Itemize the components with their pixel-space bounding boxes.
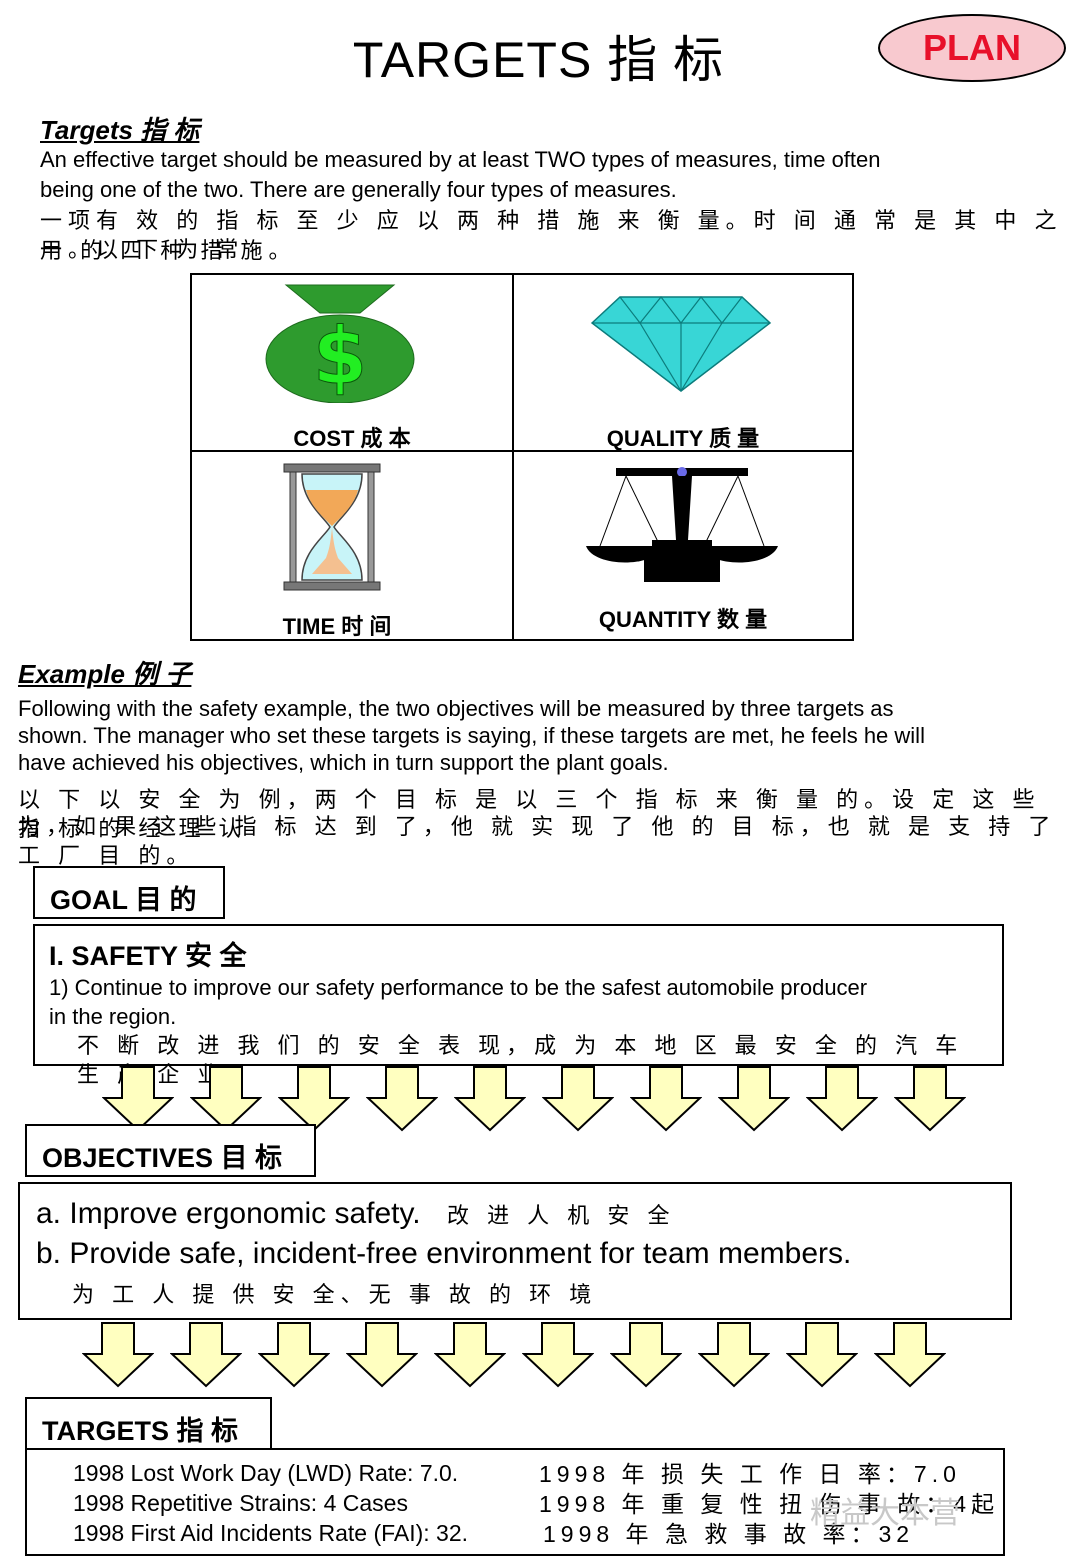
down-arrow-icon [522, 1322, 594, 1388]
money-bag-icon: $ [265, 284, 415, 403]
objectives-label-box: OBJECTIVES 目 标 [25, 1124, 316, 1177]
down-arrow-icon [610, 1322, 682, 1388]
down-arrow-icon [258, 1322, 330, 1388]
intro-heading: Targets 指 标 [40, 115, 200, 145]
example-cn-line2: 为，如 果 这 些 指 标 达 到 了，他 就 实 现 了 他 的 目 标，也 … [18, 814, 1057, 868]
plan-badge: PLAN [878, 14, 1066, 82]
goal-box: I. SAFETY 安 全 1) Continue to improve our… [33, 924, 1004, 1087]
goal-en-line1: 1) Continue to improve our safety perfor… [49, 975, 868, 1000]
targets-box: 1998 Lost Work Day (LWD) Rate: 7.0. 1998… [25, 1448, 1005, 1556]
measure-label: QUANTITY 数 量 [598, 607, 768, 632]
measures-grid: $ COST 成 本 QUALITY 质 量 TIME 时 间 [190, 273, 854, 641]
down-arrow-icon [630, 1066, 702, 1132]
down-arrow-icon [698, 1322, 770, 1388]
measure-label: COST 成 本 [293, 426, 411, 451]
down-arrow-icon [366, 1066, 438, 1132]
intro-en-line2: being one of the two. There are generall… [40, 177, 677, 202]
grid-divider-horizontal [192, 450, 852, 452]
scale-icon [586, 467, 778, 582]
targets-label-box: TARGETS 指 标 [25, 1397, 272, 1450]
target-row-3-en: 1998 First Aid Incidents Rate (FAI): 32. [73, 1520, 469, 1546]
down-arrow-icon [786, 1322, 858, 1388]
down-arrow-icon [82, 1322, 154, 1388]
objectives-label: OBJECTIVES 目 标 [42, 1143, 283, 1173]
example-heading: Example 例 子 [18, 659, 192, 689]
objective-b-cn: 为 工 人 提 供 安 全、无 事 故 的 环 境 [72, 1282, 598, 1307]
down-arrow-icon [190, 1066, 262, 1132]
measure-quantity: QUANTITY 数 量 [514, 452, 852, 639]
example-en-line3: have achieved his objectives, which in t… [18, 750, 669, 775]
goal-label-box: GOAL 目 的 [33, 866, 225, 919]
measure-label: TIME 时 间 [282, 614, 392, 639]
example-en-line2: shown. The manager who set these targets… [18, 723, 925, 748]
goal-title: I. SAFETY 安 全 [49, 941, 247, 971]
intro-cn-line2: 用 的 四 种 措 施。 [40, 238, 297, 263]
goal-cn: 不 断 改 进 我 们 的 安 全 表 现，成 为 本 地 区 最 安 全 的 … [77, 1033, 964, 1087]
hourglass-icon [283, 463, 381, 591]
down-arrow-icon [894, 1066, 966, 1132]
down-arrow-icon [806, 1066, 878, 1132]
down-arrow-icon [454, 1066, 526, 1132]
measure-time: TIME 时 间 [192, 452, 512, 639]
grid-divider-vertical [512, 275, 514, 639]
target-row-1-cn: 1998 年 损 失 工 作 日 率：7.0 [539, 1461, 961, 1487]
measure-label: QUALITY 质 量 [606, 426, 760, 451]
diamond-icon [590, 296, 772, 392]
svg-text:$: $ [313, 312, 367, 402]
measure-quality: QUALITY 质 量 [514, 275, 852, 451]
page-title: TARGETS 指 标 [352, 32, 725, 88]
target-row-1-en: 1998 Lost Work Day (LWD) Rate: 7.0. [73, 1460, 459, 1486]
arrow-row-objectives-to-targets [0, 1322, 1077, 1388]
down-arrow-icon [874, 1322, 946, 1388]
example-cn-line1: 以 下 以 安 全 为 例，两 个 目 标 是 以 三 个 指 标 来 衡 量 … [18, 787, 1041, 841]
intro-en-line1: An effective target should be measured b… [40, 147, 881, 172]
objective-a-cn: 改 进 人 机 安 全 [446, 1203, 676, 1228]
goal-label: GOAL 目 的 [50, 885, 197, 915]
example-en-line1: Following with the safety example, the t… [18, 696, 894, 721]
targets-label: TARGETS 指 标 [42, 1416, 239, 1446]
target-row-2-en: 1998 Repetitive Strains: 4 Cases [73, 1490, 408, 1516]
watermark: 精益大本营 [810, 1497, 960, 1530]
down-arrow-icon [170, 1322, 242, 1388]
down-arrow-icon [102, 1066, 174, 1132]
objectives-box: a. Improve ergonomic safety. 改 进 人 机 安 全… [18, 1182, 1012, 1320]
objective-b: b. Provide safe, incident-free environme… [36, 1237, 852, 1270]
down-arrow-icon [434, 1322, 506, 1388]
target-row-2-cn: 1998 年 重 复 性 扭 伤 事 故：4起 [539, 1491, 1000, 1517]
down-arrow-icon [718, 1066, 790, 1132]
arrow-row-goal-to-objectives [0, 1066, 1077, 1132]
measure-cost: $ COST 成 本 [192, 275, 512, 451]
intro-cn-line1: 一项有 效 的 指 标 至 少 应 以 两 种 措 施 来 衡 量。时 间 通 … [40, 208, 1063, 262]
target-row-3-cn: 1998 年 急 救 事 故 率：32 [543, 1521, 915, 1547]
objective-a: a. Improve ergonomic safety. [36, 1197, 421, 1230]
down-arrow-icon [542, 1066, 614, 1132]
down-arrow-icon [278, 1066, 350, 1132]
goal-en-line2: in the region. [49, 1004, 177, 1029]
down-arrow-icon [346, 1322, 418, 1388]
